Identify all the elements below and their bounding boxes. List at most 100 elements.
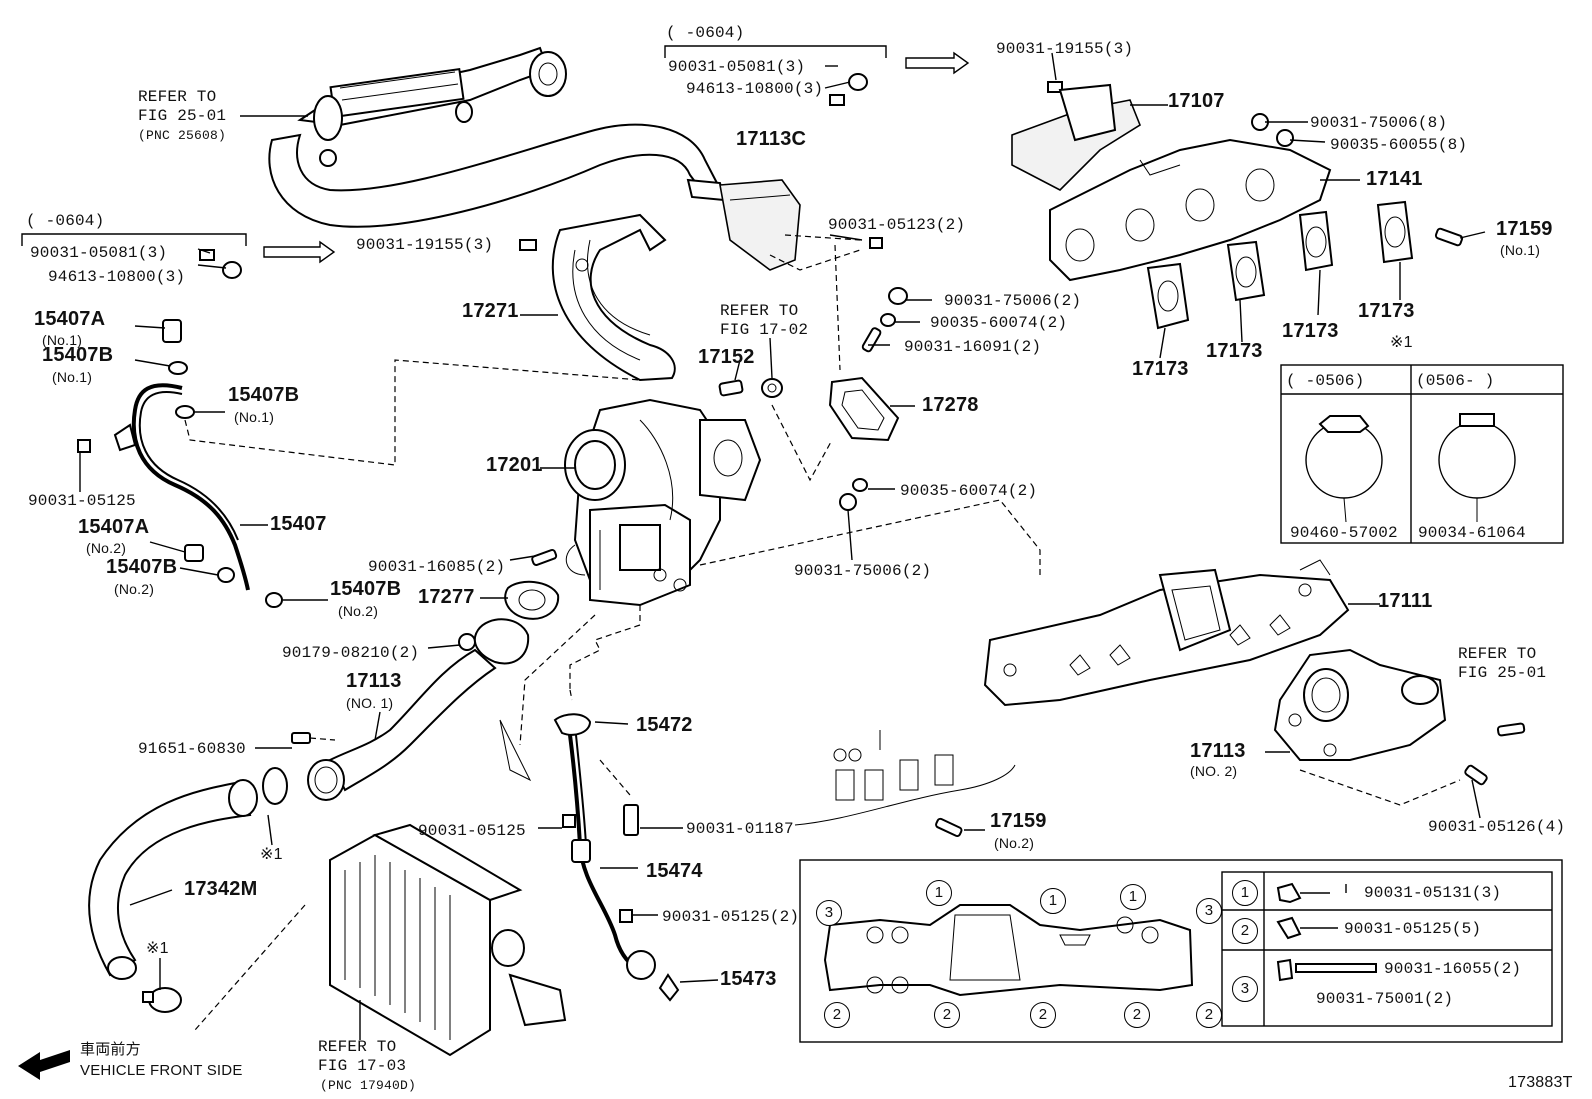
part-label: 90031-75006(8) [1310, 114, 1448, 132]
part-label: 90031-16085(2) [368, 558, 506, 576]
ref-line1: REFER TO [138, 88, 217, 106]
ref-line1: REFER TO [720, 302, 799, 320]
part-label-sub: (No.2) [86, 540, 127, 556]
part-label-sub: (NO. 1) [346, 695, 394, 711]
ref-line2: FIG 17-03 [318, 1057, 407, 1075]
part-label: 17159 [1496, 218, 1553, 240]
clamp-box [1280, 364, 1564, 544]
clamp-left-range: ( -0506) [1286, 372, 1365, 390]
intake-manifold-17111 [983, 559, 1350, 707]
part-label: 90031-16091(2) [904, 338, 1042, 356]
gasket-marker: 1 [1120, 884, 1146, 910]
part-label: 17201 [486, 454, 543, 476]
part-label: 17173 [1358, 300, 1415, 322]
ref-fig-25-01-b: REFER TO FIG 25-01 [1458, 645, 1546, 683]
bolt-part: 90031-16055(2) [1384, 960, 1522, 978]
intake-pipe-17113-no1 [307, 648, 497, 801]
part-label: 15407B [228, 384, 300, 406]
ref-line2: FIG 25-01 [138, 107, 227, 125]
part-label: 90031-05125 [28, 492, 136, 510]
part-label: 17173 [1282, 320, 1339, 342]
oil-return-pipe-15474 [553, 689, 680, 1002]
gasket-marker: 2 [824, 1002, 850, 1028]
part-label: 15407B [106, 556, 178, 578]
bolt-key-1: 1 [1232, 880, 1258, 906]
part-label: 90031-05123(2) [828, 216, 966, 234]
part-label: 15407B [330, 578, 402, 600]
group-range-top: ( -0604) [666, 24, 745, 42]
part-label: 94613-10800(3) [686, 80, 824, 98]
manifold-gaskets-17173 [1146, 200, 1414, 330]
small-fasteners [199, 73, 1526, 923]
bolt-part: 90031-05131(3) [1364, 884, 1502, 902]
part-label: 90035-60055(8) [1330, 136, 1468, 154]
part-label: 90031-01187 [686, 820, 794, 838]
bolt-part: 90031-05125(5) [1344, 920, 1482, 938]
gasket-marker: 1 [926, 880, 952, 906]
ref-line3: (PNC 17940D) [320, 1078, 417, 1093]
part-label-sub: (NO. 2) [1190, 763, 1238, 779]
part-label: 17113 [1190, 740, 1246, 762]
part-label: 17173 [1206, 340, 1263, 362]
part-label: 17113 [346, 670, 402, 692]
gasket-marker: 2 [1196, 1002, 1222, 1028]
gasket-marker: 2 [1030, 1002, 1056, 1028]
leader-lines [79, 52, 1486, 1040]
gasket-marker: 1 [1040, 888, 1066, 914]
ref-fig-25-01-a: REFER TO FIG 25-01 (PNC 25608) [138, 88, 226, 145]
intercooler [194, 823, 567, 1057]
part-label: 90035-60074(2) [900, 482, 1038, 500]
part-label: 17271 [462, 300, 519, 322]
clamp-right-range: (0506- ) [1416, 372, 1495, 390]
part-label: 17107 [1168, 90, 1225, 112]
part-label: 90035-60074(2) [930, 314, 1068, 332]
part-label: 90031-19155(3) [996, 40, 1134, 58]
ref-line2: FIG 17-02 [720, 321, 809, 339]
part-label: 17141 [1366, 168, 1423, 190]
part-label: 17342M [184, 878, 258, 900]
hose-17342m [88, 767, 288, 1013]
part-label: 91651-60830 [138, 740, 246, 758]
part-label: 90031-05126(4) [1428, 818, 1566, 836]
heat-shield-17113c [719, 179, 861, 271]
bolt-part: 90031-75001(2) [1316, 990, 1454, 1008]
bolt-key-3: 3 [1232, 976, 1258, 1002]
part-label: 15407A [34, 308, 106, 330]
ref-line2: FIG 25-01 [1458, 664, 1547, 682]
intake-pipe-17113-no2 [1273, 648, 1461, 806]
head-outline [794, 730, 1016, 826]
note-marker: ※1 [1390, 334, 1413, 351]
ref-fig-17-02: REFER TO FIG 17-02 [720, 302, 808, 340]
part-label-sub: (No.1) [1500, 242, 1541, 258]
gasket-marker: 2 [1124, 1002, 1150, 1028]
part-label: 17111 [1378, 590, 1433, 612]
part-label-sub: (No.2) [338, 603, 379, 619]
part-label-sub: (No.2) [994, 835, 1035, 851]
part-label: 17277 [418, 586, 475, 608]
part-label-sub: (No.1) [234, 409, 275, 425]
ref-line1: REFER TO [1458, 645, 1537, 663]
front-side-en: VEHICLE FRONT SIDE [80, 1062, 243, 1079]
ref-line3: (PNC 25608) [138, 128, 227, 143]
turbocharger-17201 [564, 398, 762, 607]
part-label: 15407B [42, 344, 114, 366]
gasket-17277 [473, 580, 560, 665]
part-label: 15473 [720, 968, 777, 990]
group-brackets [21, 45, 970, 264]
part-label: 90031-05125(2) [662, 908, 800, 926]
part-label: 90031-19155(3) [356, 236, 494, 254]
note-marker: ※1 [146, 940, 169, 957]
part-label: 15472 [636, 714, 693, 736]
part-label-sub: (No.1) [52, 369, 93, 385]
part-label: 90179-08210(2) [282, 644, 420, 662]
part-label: 90031-05081(3) [668, 58, 806, 76]
part-label: 15407 [270, 513, 327, 535]
part-label: 15407A [78, 516, 150, 538]
part-label: 17152 [698, 346, 755, 368]
bolt-key-2: 2 [1232, 918, 1258, 944]
intake-gasket-box [799, 859, 1563, 1043]
clamp-right-part: 90034-61064 [1418, 524, 1526, 542]
part-label: 90031-75006(2) [794, 562, 932, 580]
part-label: 17278 [922, 394, 979, 416]
